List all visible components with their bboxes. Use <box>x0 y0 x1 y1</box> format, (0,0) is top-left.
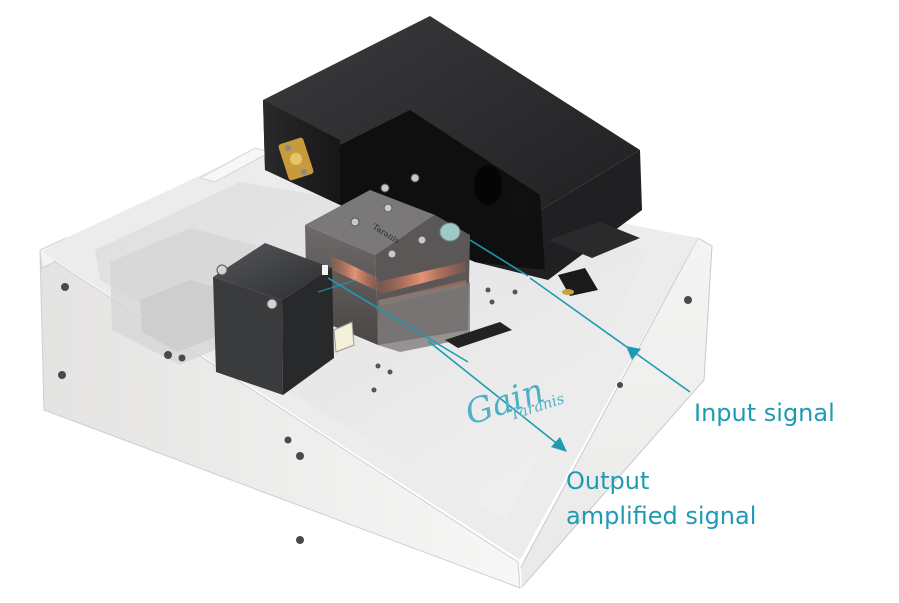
floor-slot <box>445 322 512 348</box>
output-arrowhead <box>551 437 567 452</box>
cube-top <box>213 243 332 300</box>
input-beam-line <box>469 239 529 277</box>
callout-arrows <box>427 277 691 452</box>
output-arrow <box>427 340 561 447</box>
output-label-line2: amplified signal <box>566 501 757 530</box>
lens <box>439 222 461 242</box>
cube-front <box>213 277 283 395</box>
input-arrowhead <box>626 346 641 360</box>
output-signal-label: Output amplified signal <box>566 464 756 534</box>
output-coupler-block <box>213 243 355 395</box>
cube-side <box>282 268 334 395</box>
gain-module-top-plate <box>305 190 435 255</box>
input-arrow <box>529 277 691 393</box>
output-beam-line <box>327 277 469 363</box>
gain-crystal-glow <box>330 255 380 292</box>
floor-holes <box>371 287 518 393</box>
beam-paths <box>317 239 529 363</box>
driver-housing-top <box>263 16 640 250</box>
housing-right-wall <box>514 237 713 588</box>
driver-housing-recess <box>340 110 545 270</box>
output-label-line1: Output <box>566 467 650 495</box>
input-signal-label: Input signal <box>694 399 835 427</box>
driver-housing <box>263 16 642 296</box>
